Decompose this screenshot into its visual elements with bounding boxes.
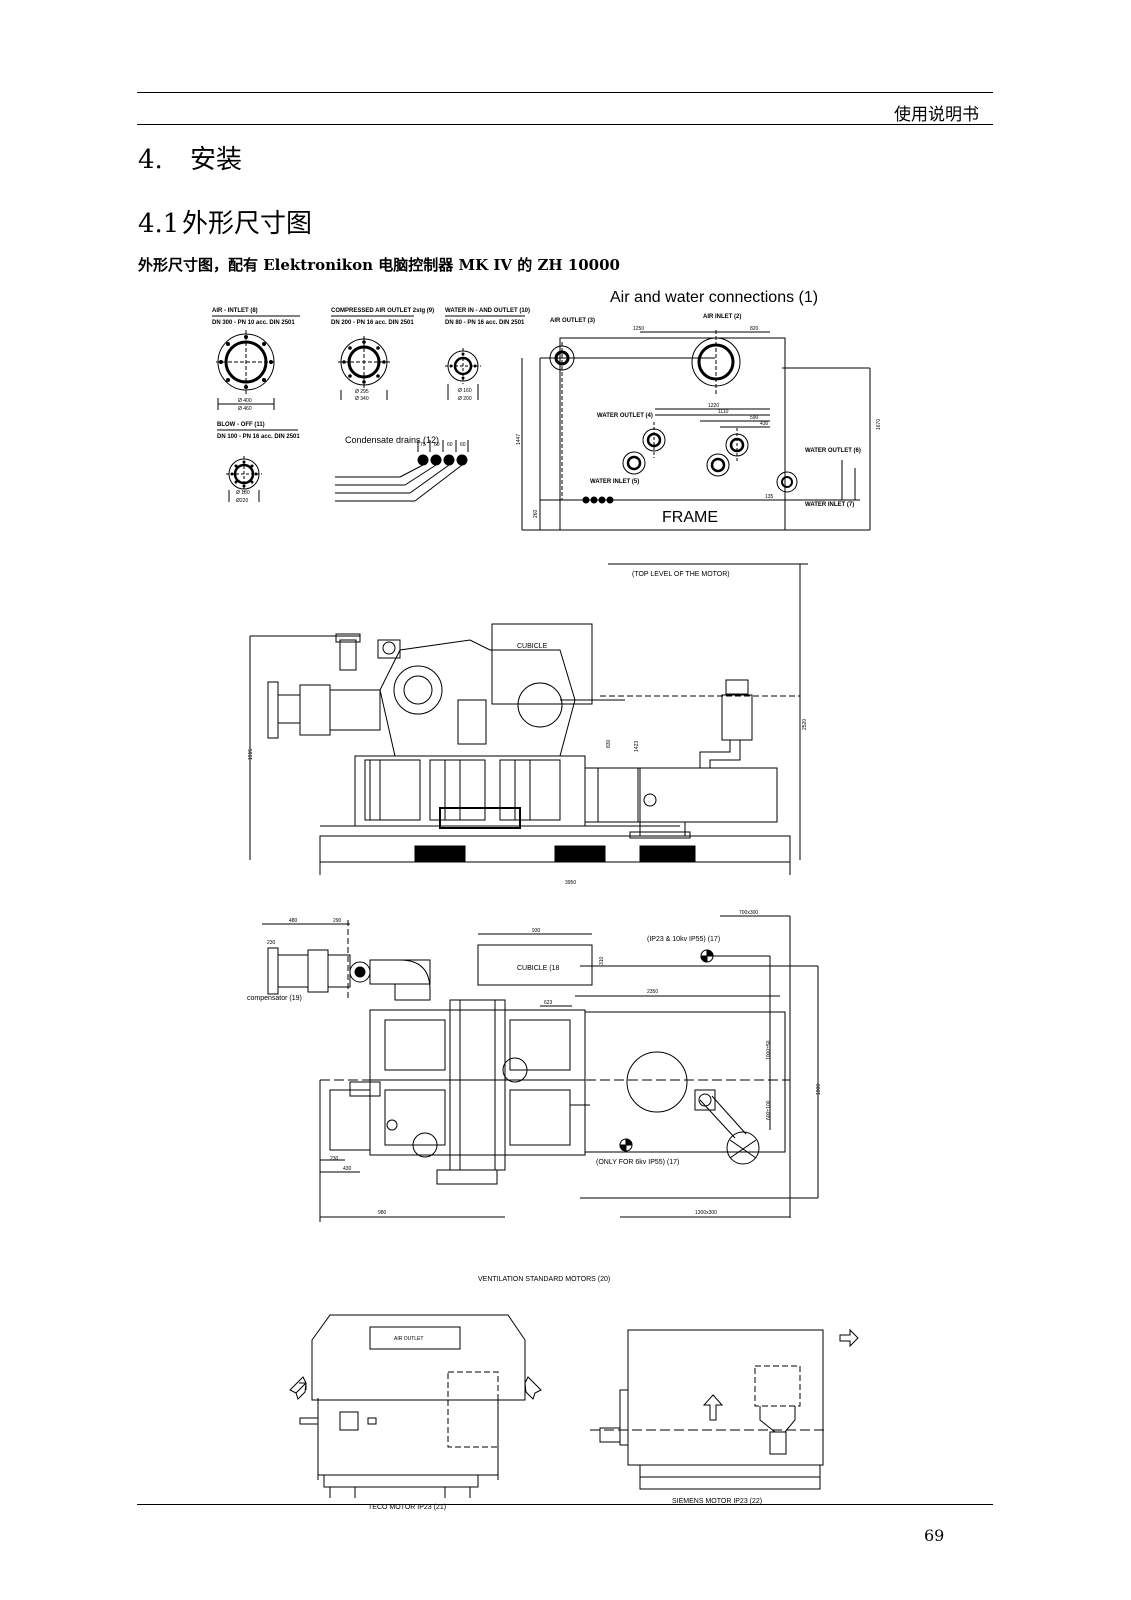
label-cubicle: CUBICLE: [517, 643, 548, 650]
label-water-outlet-4: WATER OUTLET (4): [597, 413, 653, 419]
siemens-motor-icon: [590, 1328, 859, 1490]
label-water-in-out-spec: DN 80 - PN 16 acc. DIN 2501: [445, 320, 525, 326]
cubicle-18-box: [477, 944, 593, 986]
flange-air-inlet-icon: [216, 330, 276, 410]
dim-2520: 2520: [802, 719, 808, 730]
label-cubicle-18: CUBICLE (18: [517, 965, 560, 972]
label-compensator: compensator (19): [247, 995, 302, 1002]
dim-430: 430: [760, 421, 769, 427]
condensate-drain-icons: [335, 440, 469, 502]
drain-dim-2: 60: [434, 442, 440, 448]
label-ip55: (ONLY FOR 6kv IP55) (17): [596, 1159, 679, 1166]
dim-230a: 230: [267, 940, 276, 946]
dim-d460: Ø 460: [238, 406, 252, 412]
ventilation-title: VENTILATION STANDARD MOTORS (20): [478, 1276, 610, 1283]
dim-1447: 1447: [516, 434, 522, 445]
label-air-inlet-2: AIR INLET (2): [703, 314, 741, 320]
dim-230b: 230: [330, 1156, 339, 1162]
teco-motor-icon: [289, 1314, 542, 1498]
section-heading: 4. 安装: [138, 139, 242, 176]
dim-1423: 1423: [634, 741, 640, 752]
drain-dim-3: 60: [447, 442, 453, 448]
dim-1110: 1110: [718, 409, 729, 415]
compressor-top-view-icon: [267, 947, 786, 1185]
dim-980: 980: [378, 1210, 387, 1216]
dim-135: 135: [765, 494, 774, 500]
dim-623: 623: [544, 1000, 553, 1006]
label-blow-off: BLOW - OFF (11): [217, 422, 265, 428]
dim-d180: Ø 180: [236, 490, 250, 496]
figure-caption: 外形尺寸图，配有 Elektronikon 电脑控制器 MK IV 的 ZH 1…: [138, 256, 620, 274]
connection-flange-icons: [549, 330, 798, 504]
subsection-number: 4.1: [138, 209, 180, 239]
label-air-inlet-8: AIR - INTLET (8): [212, 308, 258, 314]
label-water-outlet-6: WATER OUTLET (6): [805, 448, 861, 454]
dim-1250: 1250: [633, 326, 644, 332]
compressor-side-view-icon: [267, 633, 800, 863]
dim-d200: Ø 200: [458, 396, 472, 402]
dim-260: 260: [533, 509, 539, 518]
dim-d220: Ø220: [236, 498, 248, 504]
drain-dim-1: 75: [420, 442, 426, 448]
dim-820: 820: [750, 326, 759, 332]
dim-1000: 1000±50: [766, 1040, 772, 1060]
label-water-inlet-5: WATER INLET (5): [590, 479, 639, 485]
dim-480: 480: [289, 918, 298, 924]
section-number: 4.: [138, 145, 163, 175]
dim-1900: 1900: [816, 1084, 822, 1095]
label-condensate: Condensate drains (12): [345, 435, 439, 445]
header-rule-top: [137, 92, 993, 93]
dim-2350: 2350: [647, 989, 658, 995]
flange-compressed-air-icon: [338, 336, 390, 400]
dim-d295: Ø 295: [355, 389, 369, 395]
dim-600: 600±100: [766, 1100, 772, 1120]
subsection-title: 外形尺寸图: [182, 209, 313, 239]
dim-1220: 1220: [708, 403, 719, 409]
drain-dim-4: 60: [460, 442, 466, 448]
label-compressed-air-spec: DN 200 - PN 16 acc. DIN 2501: [331, 320, 414, 326]
label-air-inlet-8-spec: DN 300 - PN 10 acc. DIN 2501: [212, 320, 295, 326]
label-air-outlet-3: AIR OUTLET (3): [550, 318, 595, 324]
label-siemens: SIEMENS MOTOR IP23 (22): [672, 1498, 762, 1505]
dim-d160: Ø 160: [458, 388, 472, 394]
label-teco: TECO MOTOR IP23 (21): [368, 1504, 446, 1511]
dim-310: 310: [599, 956, 605, 965]
section-title: 安装: [190, 145, 243, 175]
label-frame: FRAME: [662, 509, 718, 526]
dim-3950: 3950: [565, 880, 576, 886]
header-title: 使用说明书: [894, 105, 979, 125]
label-compressed-air: COMPRESSED AIR OUTLET 2stg (9): [331, 308, 434, 314]
connections-title: Air and water connections (1): [610, 289, 818, 306]
dim-1915: 1915: [248, 749, 254, 760]
dim-1670: 1670: [876, 419, 882, 430]
label-water-inlet-7: WATER INLET (7): [805, 502, 854, 508]
dim-700x300: 700x300: [739, 910, 758, 916]
page-number: 69: [924, 1526, 945, 1545]
dim-590: 590: [750, 415, 759, 421]
dim-290: 290: [333, 918, 342, 924]
label-ip23: (IP23 & 10kv IP55) (17): [647, 936, 720, 943]
dim-d400: Ø 400: [238, 398, 252, 404]
label-air-outlet: AIR OUTLET: [394, 1336, 423, 1342]
dim-830: 830: [606, 739, 612, 748]
flange-blow-off-icon: [226, 456, 262, 502]
footer-rule: [137, 1504, 993, 1505]
label-blow-off-spec: DN 100 - PN 16 acc. DIN 2501: [217, 434, 300, 440]
dim-430: 430: [343, 1166, 352, 1172]
flange-water-icon: [445, 348, 481, 400]
label-top-level: (TOP LEVEL OF THE MOTOR): [632, 571, 730, 578]
dim-1300x300: 1300x300: [695, 1210, 717, 1216]
header-rule-bottom: [137, 124, 993, 125]
label-water-in-out: WATER IN - AND OUTLET (10): [445, 308, 530, 314]
dim-d340: Ø 340: [355, 396, 369, 402]
dim-930: 930: [532, 928, 541, 934]
